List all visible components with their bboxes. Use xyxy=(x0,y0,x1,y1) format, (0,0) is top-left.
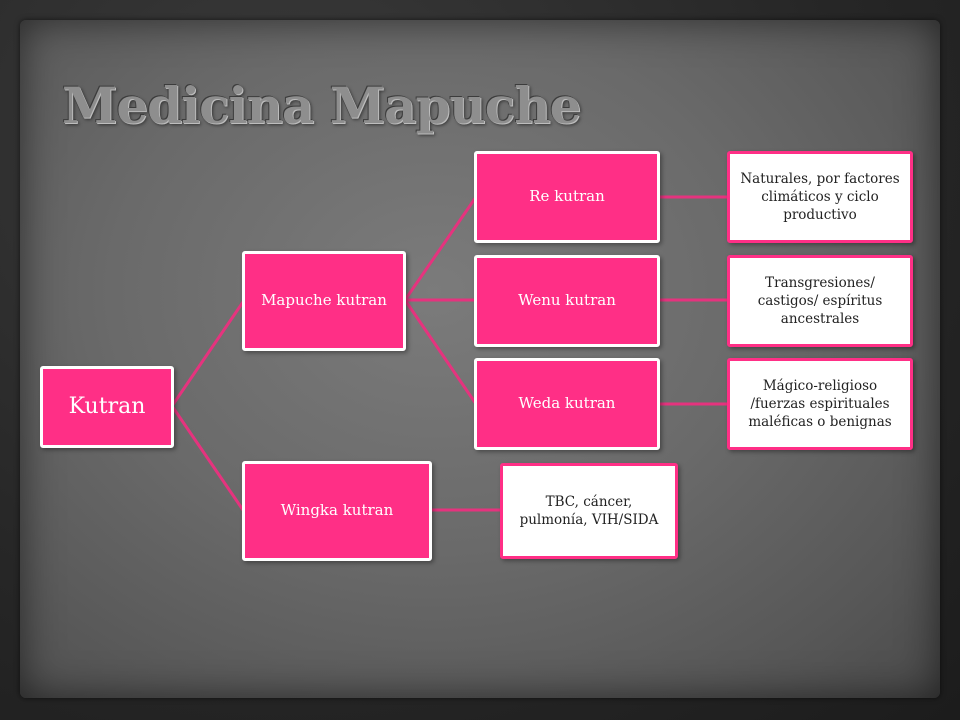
node-weda-kutran-label: Weda kutran xyxy=(518,394,616,413)
leaf-weda-desc: Mágico-religioso /fuerzas espirituales m… xyxy=(727,358,913,450)
leaf-weda-desc-text: Mágico-religioso /fuerzas espirituales m… xyxy=(748,377,892,431)
link-mapuche-re xyxy=(403,196,478,301)
link-mapuche-weda xyxy=(403,299,478,405)
leaf-wingka-desc: TBC, cáncer, pulmonía, VIH/SIDA xyxy=(500,463,678,559)
link-kutran-wingka xyxy=(170,405,245,511)
link-kutran-mapuche xyxy=(170,301,245,407)
node-wenu-kutran-label: Wenu kutran xyxy=(518,291,616,310)
leaf-wingka-desc-text: TBC, cáncer, pulmonía, VIH/SIDA xyxy=(519,493,659,528)
leaf-wenu-desc: Transgresiones/ castigos/ espíritus ance… xyxy=(727,255,913,347)
leaf-re-desc: Naturales, por factores climáticos y cic… xyxy=(727,151,913,243)
node-wingka-kutran: Wingka kutran xyxy=(242,461,432,561)
node-wenu-kutran: Wenu kutran xyxy=(474,255,660,347)
node-kutran: Kutran xyxy=(40,366,174,448)
node-mapuche-kutran-label: Mapuche kutran xyxy=(261,291,387,310)
node-wingka-kutran-label: Wingka kutran xyxy=(280,501,394,520)
slide-title: Medicina Mapuche xyxy=(62,76,581,135)
leaf-re-desc-text: Naturales, por factores climáticos y cic… xyxy=(740,170,900,224)
node-weda-kutran: Weda kutran xyxy=(474,358,660,450)
node-re-kutran-label: Re kutran xyxy=(529,187,605,206)
leaf-wenu-desc-text: Transgresiones/ castigos/ espíritus ance… xyxy=(757,274,883,328)
node-re-kutran: Re kutran xyxy=(474,151,660,243)
node-mapuche-kutran: Mapuche kutran xyxy=(242,251,406,351)
node-kutran-label: Kutran xyxy=(68,393,146,419)
